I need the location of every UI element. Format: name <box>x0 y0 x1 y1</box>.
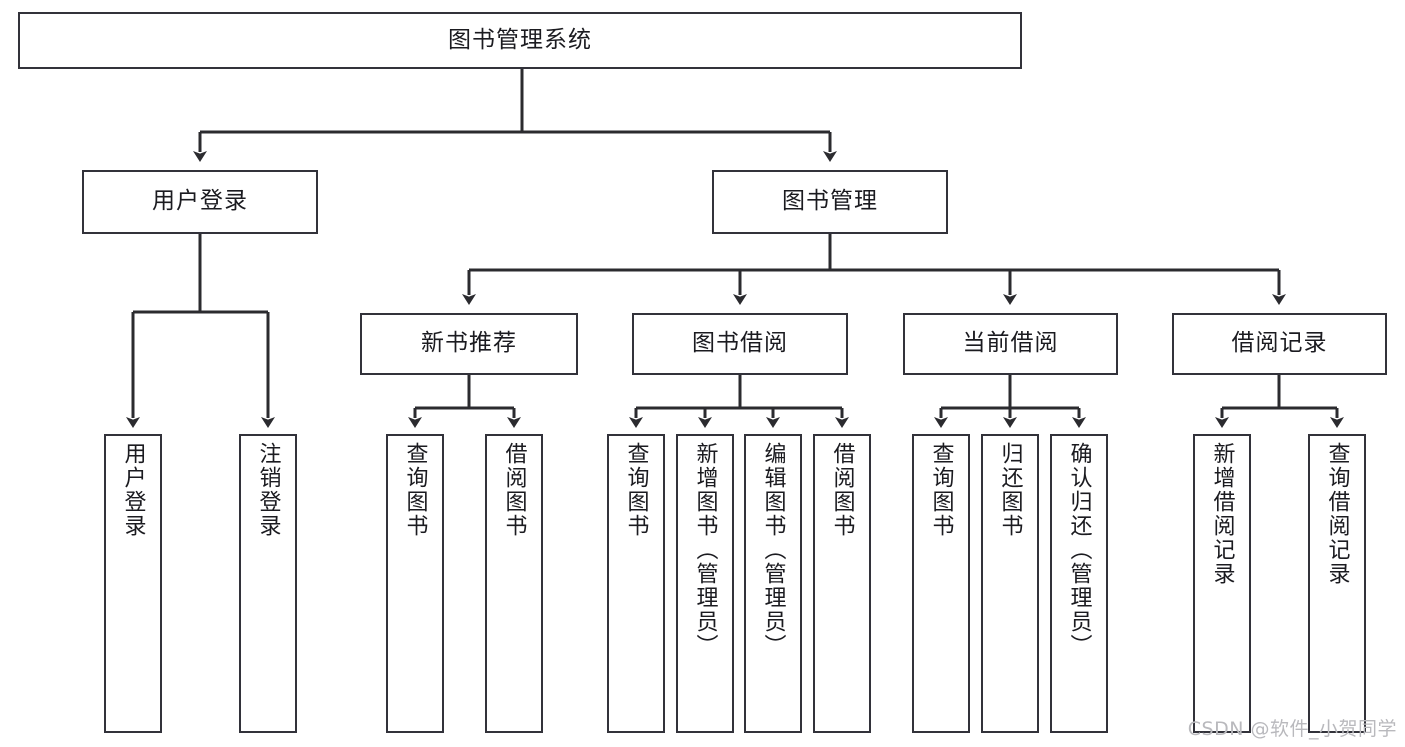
node-book-manage-label: 图书管理 <box>782 188 878 215</box>
node-leaf-borrow-book-2[interactable]: 借阅图书 <box>813 434 871 733</box>
node-leaf-query-book-1-label: 查询图书 <box>402 442 428 538</box>
node-leaf-return-book[interactable]: 归还图书 <box>981 434 1039 733</box>
node-current-borrow-label: 当前借阅 <box>962 330 1059 357</box>
node-book-manage[interactable]: 图书管理 <box>712 170 948 234</box>
node-leaf-edit-book[interactable]: 编辑图书（管理员） <box>744 434 802 733</box>
node-borrow-record[interactable]: 借阅记录 <box>1172 313 1387 375</box>
node-leaf-query-book-3[interactable]: 查询图书 <box>912 434 970 733</box>
node-book-borrow[interactable]: 图书借阅 <box>632 313 848 375</box>
node-root-label: 图书管理系统 <box>448 26 592 53</box>
node-new-book-rec-label: 新书推荐 <box>421 330 517 357</box>
node-borrow-record-label: 借阅记录 <box>1231 330 1328 357</box>
node-leaf-query-book-1[interactable]: 查询图书 <box>386 434 444 733</box>
node-leaf-user-login-label: 用户登录 <box>120 442 146 538</box>
node-leaf-return-book-label: 归还图书 <box>997 442 1023 538</box>
node-leaf-confirm-return-label: 确认归还（管理员） <box>1066 442 1092 658</box>
node-book-borrow-label: 图书借阅 <box>692 330 788 357</box>
node-leaf-add-record-label: 新增借阅记录 <box>1209 442 1235 586</box>
node-leaf-query-book-2-label: 查询图书 <box>623 442 649 538</box>
node-leaf-confirm-return[interactable]: 确认归还（管理员） <box>1050 434 1108 733</box>
node-leaf-user-logout-label: 注销登录 <box>255 442 281 538</box>
node-leaf-user-login[interactable]: 用户登录 <box>104 434 162 733</box>
csdn-watermark: CSDN @软件_小贺同学 <box>1187 718 1397 740</box>
node-leaf-borrow-book-2-label: 借阅图书 <box>829 442 855 538</box>
node-leaf-user-logout[interactable]: 注销登录 <box>239 434 297 733</box>
node-leaf-query-record-label: 查询借阅记录 <box>1324 442 1350 586</box>
node-leaf-edit-book-label: 编辑图书（管理员） <box>760 442 786 658</box>
node-user-login[interactable]: 用户登录 <box>82 170 318 234</box>
node-new-book-rec[interactable]: 新书推荐 <box>360 313 578 375</box>
node-leaf-add-book-label: 新增图书（管理员） <box>692 442 718 658</box>
node-current-borrow[interactable]: 当前借阅 <box>903 313 1118 375</box>
node-leaf-borrow-book-1[interactable]: 借阅图书 <box>485 434 543 733</box>
node-user-login-label: 用户登录 <box>152 188 248 215</box>
node-leaf-add-record[interactable]: 新增借阅记录 <box>1193 434 1251 733</box>
node-root[interactable]: 图书管理系统 <box>18 12 1022 69</box>
node-leaf-borrow-book-1-label: 借阅图书 <box>501 442 527 538</box>
node-leaf-query-book-2[interactable]: 查询图书 <box>607 434 665 733</box>
node-leaf-query-record[interactable]: 查询借阅记录 <box>1308 434 1366 733</box>
node-leaf-query-book-3-label: 查询图书 <box>928 442 954 538</box>
node-leaf-add-book[interactable]: 新增图书（管理员） <box>676 434 734 733</box>
